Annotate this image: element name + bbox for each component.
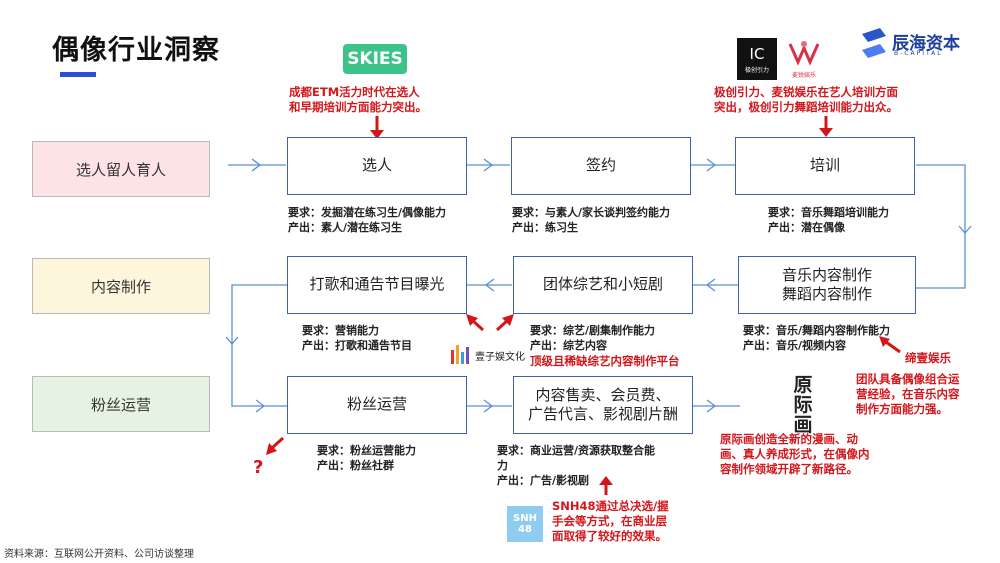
jichuang-logo-text: 极创引力 — [744, 66, 769, 74]
note-etm-2: 和早期培训方面能力突出。 — [289, 100, 427, 114]
stage-selection: 选人留人育人 — [32, 141, 210, 197]
note-jc-1: 极创引力、麦锐娱乐在艺人培训方面 — [714, 85, 898, 99]
stage-fans: 粉丝运营 — [32, 376, 210, 432]
box-fan-ops: 粉丝运营 — [287, 376, 467, 434]
req-monetization-2: 力 — [497, 459, 508, 472]
note-tianyi-3: 制作方面能力强。 — [856, 402, 948, 416]
req-exposure: 要求：营销能力 — [302, 324, 379, 337]
note-yhh-1: 原际画创造全新的漫画、动 — [720, 432, 858, 446]
box-signing: 签约 — [511, 137, 691, 195]
out-fan-ops: 产出：粉丝社群 — [317, 459, 394, 472]
box-music-dance: 音乐内容制作 舞蹈内容制作 — [738, 256, 916, 314]
hz-logo: 壹子娱文化 — [450, 340, 528, 370]
jichuang-logo: IC 极创引力 — [737, 38, 777, 80]
box-monetization: 内容售卖、会员费、 广告代言、影视剧片酬 — [513, 376, 693, 434]
req-music-dance: 要求：音乐/舞蹈内容制作能力 — [743, 324, 891, 337]
req-selection: 要求：发掘潜在练习生/偶像能力 — [288, 206, 447, 219]
note-snh-1: SNH48通过总决选/握 — [552, 499, 669, 513]
out-training: 产出：潜在偶像 — [768, 221, 845, 234]
out-exposure: 产出：打歌和通告节目 — [302, 339, 412, 352]
title-underline — [60, 72, 96, 77]
box-variety: 团体综艺和小短剧 — [513, 256, 693, 314]
source-note: 资料来源：互联网公开资料、公司访谈整理 — [4, 549, 194, 560]
box-selection: 选人 — [287, 137, 467, 195]
note-yhh-3: 容制作领域开辟了新路径。 — [720, 462, 858, 476]
req-monetization-1: 要求：商业运营/资源获取整合能 — [497, 444, 656, 457]
chenhai-logo-mark — [862, 28, 886, 58]
note-tianyi-1: 团队具备偶像组合运 — [856, 372, 960, 386]
yuanjihua-logo: 原际画 — [793, 374, 813, 436]
note-snh-3: 面取得了较好的效果。 — [552, 529, 667, 543]
chenhai-logo-text: 辰海资本 — [892, 34, 960, 54]
note-yhh-2: 画、真人养成形式，在偶像内 — [720, 447, 870, 461]
hz-logo-text: 壹子娱文化 — [475, 351, 525, 363]
req-variety: 要求：综艺/剧集制作能力 — [530, 324, 656, 337]
note-tianyi-title: 缔壹娱乐 — [905, 351, 951, 365]
chenhai-logo-subtext: B-CAPITAL — [894, 50, 943, 57]
req-training: 要求：音乐舞蹈培训能力 — [768, 206, 889, 219]
box-monetization-line2: 广告代言、影视剧片酬 — [527, 405, 678, 423]
box-monetization-line1: 内容售卖、会员费、 — [535, 385, 671, 404]
mairui-logo-text: 麦锐娱乐 — [791, 72, 816, 79]
box-dance-label: 舞蹈内容制作 — [781, 285, 872, 303]
note-tianyi-2: 营经验，在音乐内容 — [856, 387, 960, 401]
box-exposure: 打歌和通告节目曝光 — [287, 256, 467, 314]
hz-logo-mark — [451, 345, 469, 364]
box-training: 培训 — [735, 137, 915, 195]
note-hz: 顶级且稀缺综艺内容制作平台 — [530, 354, 680, 368]
snh48-logo: SNH 48 — [507, 506, 543, 542]
stage-content: 内容制作 — [32, 258, 210, 314]
req-signing: 要求：与素人/家长谈判签约能力 — [512, 206, 671, 219]
box-music-label: 音乐内容制作 — [781, 265, 872, 284]
out-music-dance: 产出：音乐/视频内容 — [743, 339, 847, 352]
note-snh-2: 手会等方式，在商业层 — [552, 514, 667, 528]
out-selection: 产出：素人/潜在练习生 — [288, 221, 403, 234]
mairui-logo-mark — [788, 41, 820, 66]
chenhai-logo: 辰海资本 B-CAPITAL — [858, 26, 968, 62]
req-fan-ops: 要求：粉丝运营能力 — [317, 444, 416, 457]
out-signing: 产出：练习生 — [512, 221, 578, 234]
note-jc-2: 突出，极创引力舞蹈培训能力出众。 — [714, 100, 898, 114]
page-title: 偶像行业洞察 — [52, 35, 220, 66]
question-mark: ? — [253, 457, 264, 478]
skies-logo: SKIES — [343, 44, 407, 74]
jichuang-logo-mark: IC — [749, 44, 765, 63]
out-monetization: 产出：广告/影视剧 — [497, 474, 590, 487]
out-variety: 产出：综艺内容 — [530, 339, 607, 352]
note-etm-1: 成都ETM活力时代在选人 — [289, 85, 420, 99]
mairui-logo: 麦锐娱乐 — [784, 38, 824, 80]
